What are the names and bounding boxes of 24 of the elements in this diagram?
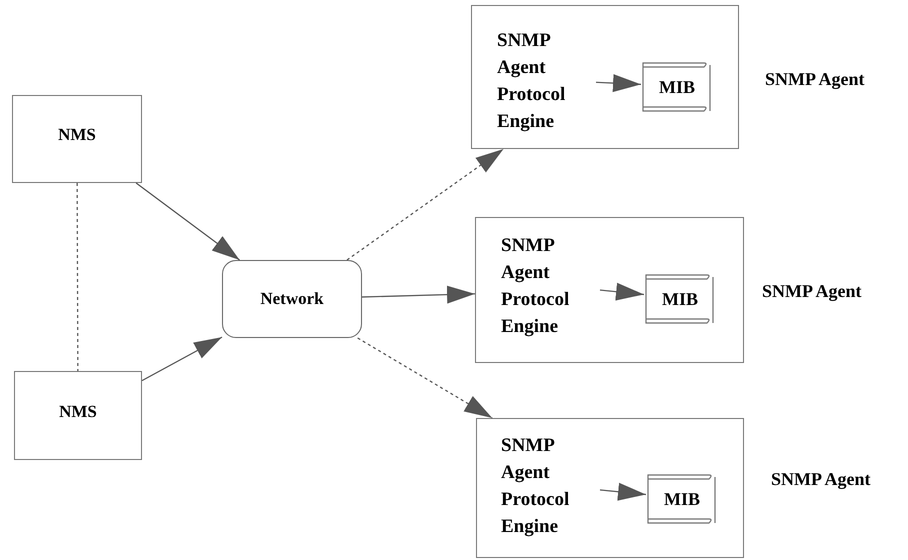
agent-box (471, 5, 739, 149)
agent-box (476, 418, 744, 558)
engine-label: SNMP Agent Protocol Engine (501, 431, 601, 541)
engine-label: SNMP Agent Protocol Engine (501, 231, 601, 341)
arrow (346, 148, 504, 260)
agent-caption: SNMP Agent (771, 468, 871, 491)
network-box: Network (222, 260, 362, 338)
engine-label: SNMP Agent Protocol Engine (497, 26, 597, 136)
arrow (362, 286, 476, 304)
mib-store: MIB (647, 473, 717, 525)
mib-store: MIB (645, 273, 715, 325)
mib-store: MIB (642, 61, 712, 113)
arrow (600, 282, 644, 301)
agent-box (475, 217, 744, 363)
arrow (600, 482, 646, 501)
arrow (357, 337, 493, 419)
agent-caption: SNMP Agent (762, 280, 862, 303)
nms-box: NMS (14, 371, 142, 460)
arrow (136, 182, 240, 260)
agent-caption: SNMP Agent (765, 68, 865, 91)
nms-box: NMS (12, 95, 142, 183)
arrow (596, 74, 642, 92)
connector-line (76, 183, 78, 371)
arrow (142, 336, 222, 382)
